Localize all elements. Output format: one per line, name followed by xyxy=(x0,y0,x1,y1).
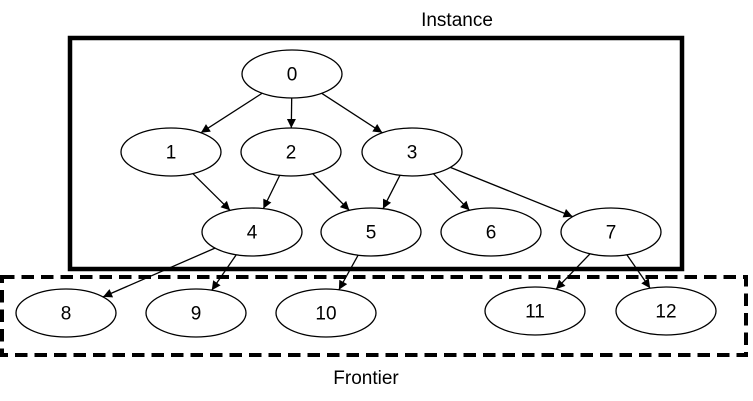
node-label-5: 5 xyxy=(366,223,377,244)
node-label-0: 0 xyxy=(287,65,298,86)
edge-4-9 xyxy=(211,254,237,291)
node-1 xyxy=(120,127,222,177)
node-5 xyxy=(320,207,422,257)
node-0 xyxy=(241,49,343,99)
node-4 xyxy=(201,207,303,257)
instance-box xyxy=(67,35,685,272)
edge-1-4 xyxy=(192,173,231,211)
node-10 xyxy=(275,288,377,338)
edge-2-4 xyxy=(262,175,281,209)
node-8 xyxy=(15,288,117,338)
node-label-3: 3 xyxy=(407,143,418,164)
edge-3-6 xyxy=(432,173,471,211)
edge-2-5 xyxy=(312,173,350,211)
node-label-2: 2 xyxy=(286,143,297,164)
node-label-7: 7 xyxy=(606,223,617,244)
edge-0-3 xyxy=(321,92,383,134)
frontier-box xyxy=(0,275,748,357)
node-label-10: 10 xyxy=(315,304,336,325)
edge-7-12 xyxy=(626,254,651,289)
node-2 xyxy=(240,127,342,177)
instance-label: Instance xyxy=(421,10,493,31)
node-7 xyxy=(560,207,662,257)
node-label-12: 12 xyxy=(655,302,676,323)
node-label-11: 11 xyxy=(525,302,545,323)
node-label-1: 1 xyxy=(166,143,177,164)
frontier-label: Frontier xyxy=(333,368,399,389)
edge-4-8 xyxy=(102,247,216,298)
node-3 xyxy=(361,127,463,177)
edge-3-5 xyxy=(382,175,401,209)
node-12 xyxy=(615,286,717,336)
node-label-8: 8 xyxy=(61,304,72,325)
edge-3-7 xyxy=(450,166,573,218)
edge-0-1 xyxy=(200,92,263,134)
edge-7-11 xyxy=(555,253,591,290)
node-label-4: 4 xyxy=(247,223,258,244)
node-label-6: 6 xyxy=(486,223,497,244)
node-label-9: 9 xyxy=(191,304,202,325)
node-9 xyxy=(145,288,247,338)
edge-5-10 xyxy=(338,254,359,291)
node-6 xyxy=(440,207,542,257)
edges-layer xyxy=(102,92,651,298)
node-11 xyxy=(484,286,586,336)
